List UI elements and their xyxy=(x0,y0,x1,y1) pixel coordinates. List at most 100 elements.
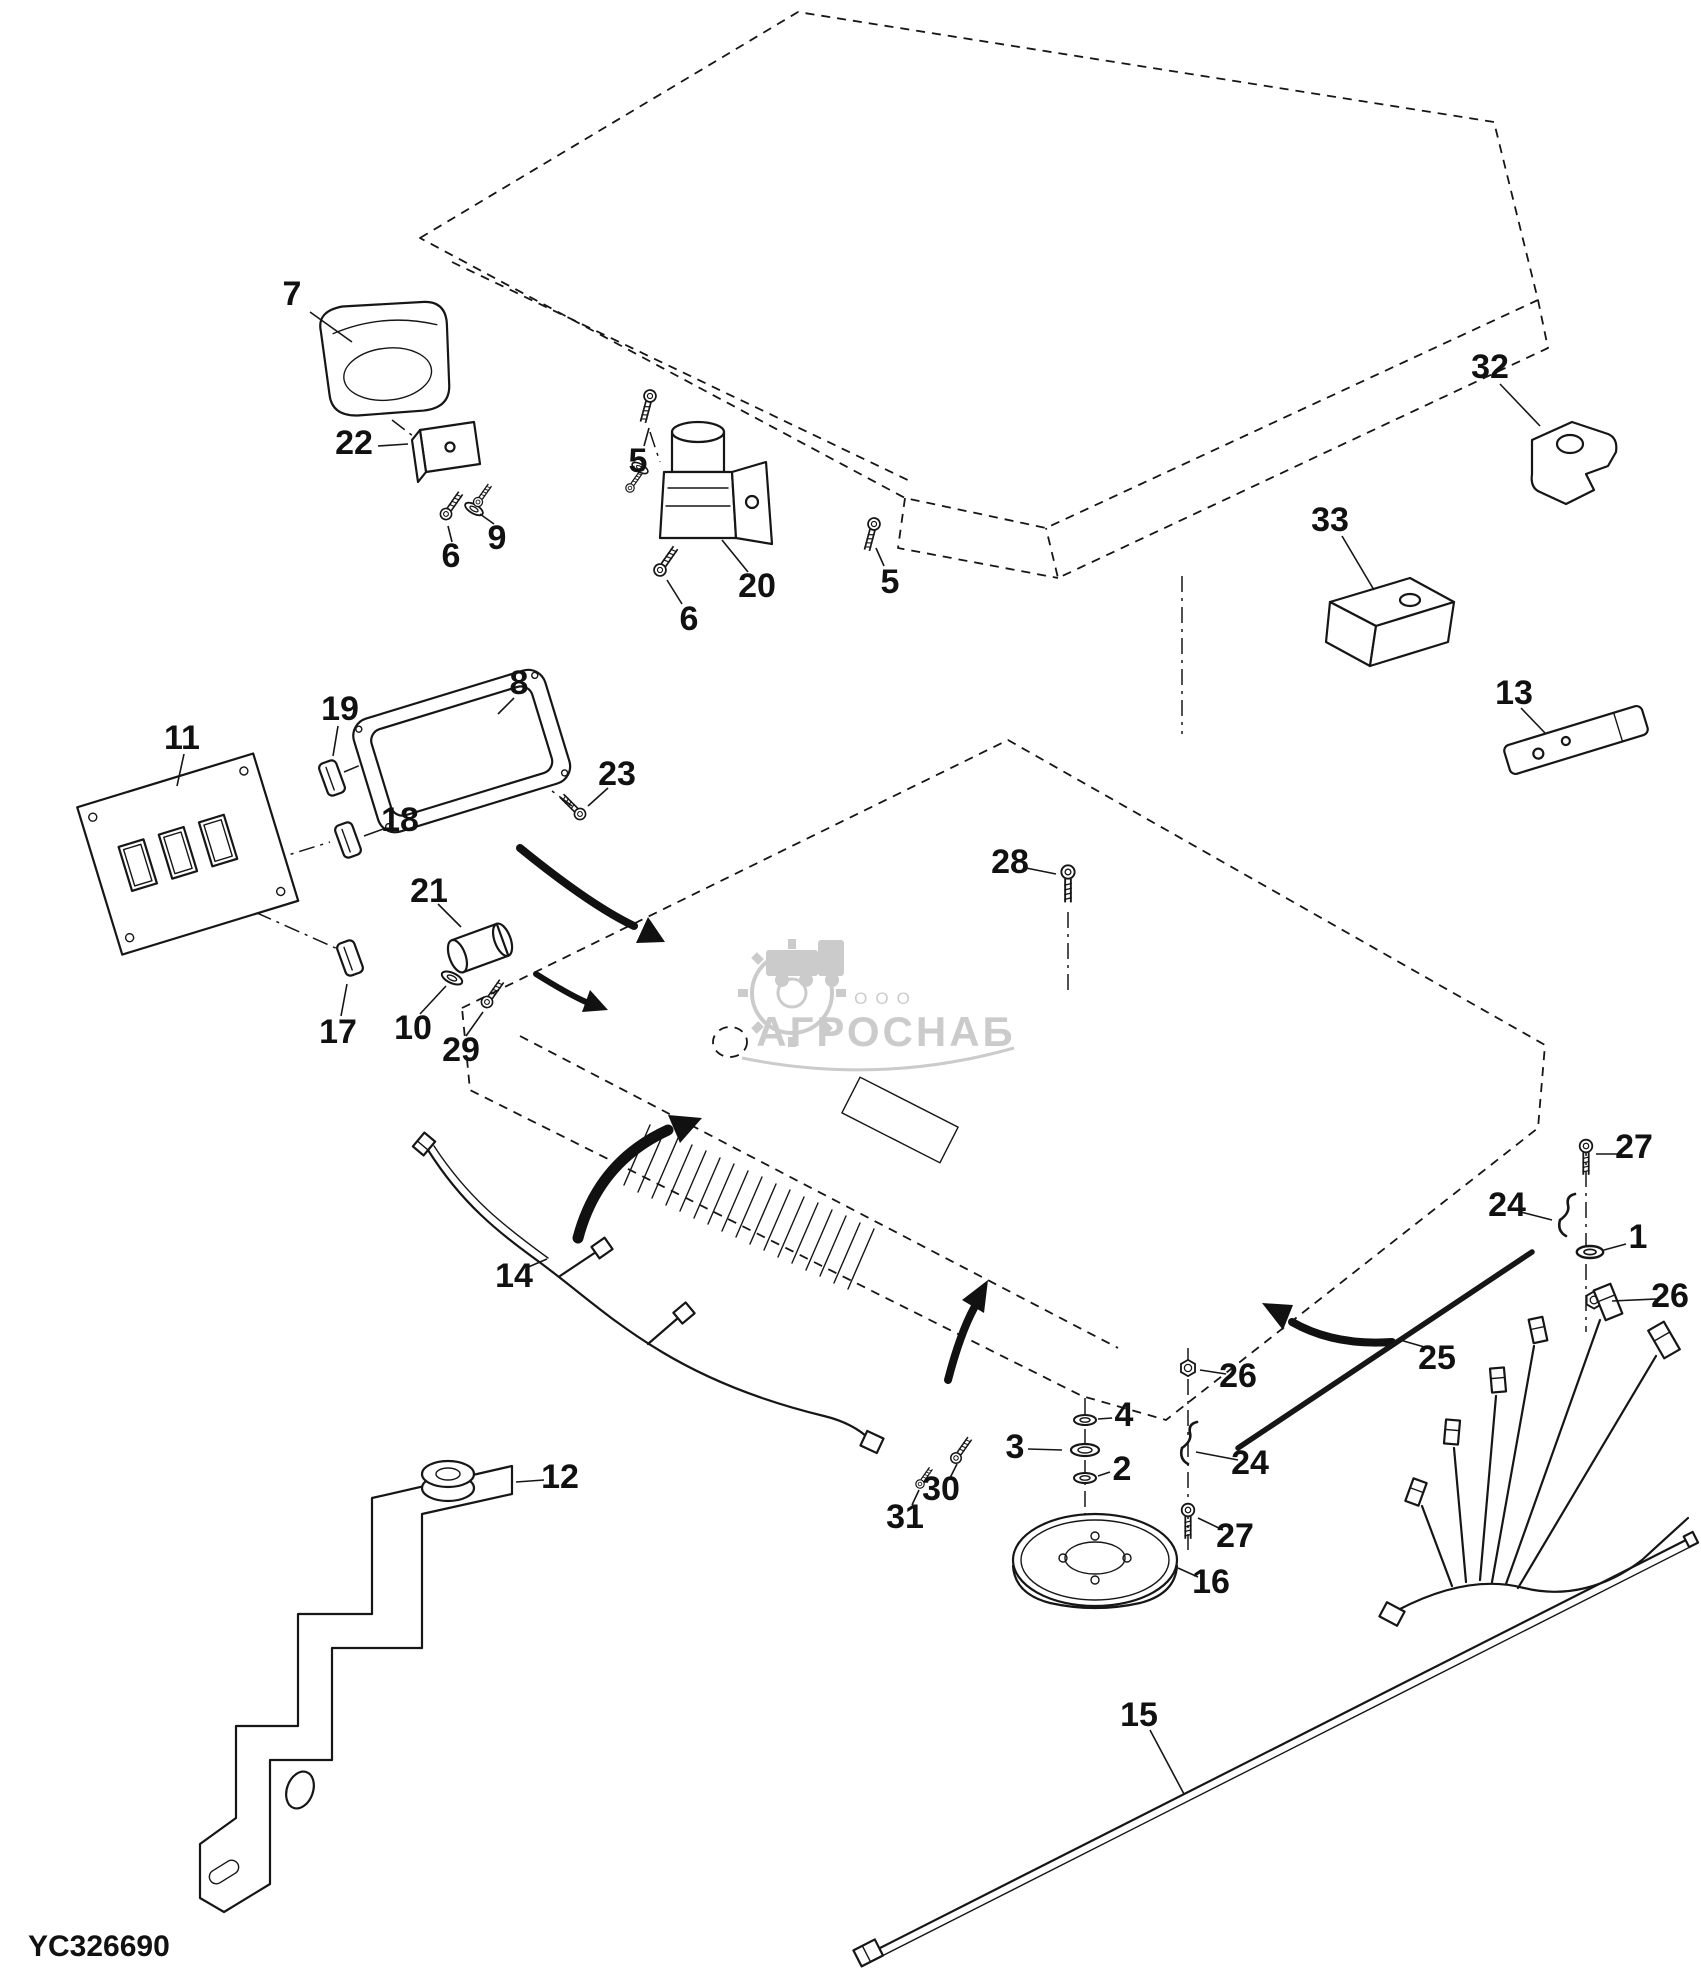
leader-line-8 xyxy=(497,697,515,715)
callout-28: 28 xyxy=(991,843,1029,881)
callout-3: 3 xyxy=(1006,1428,1025,1466)
leader-line-11 xyxy=(176,753,185,787)
callout-14: 14 xyxy=(495,1257,533,1295)
leader-line-3 xyxy=(1027,1448,1063,1451)
leader-line-18 xyxy=(363,827,387,837)
leader-line-25 xyxy=(1399,1339,1429,1349)
callout-17: 17 xyxy=(319,1013,357,1051)
callout-32: 32 xyxy=(1471,348,1509,386)
clip-32 xyxy=(1530,420,1618,506)
leader-line-23 xyxy=(587,787,609,807)
callout-4: 4 xyxy=(1115,1396,1134,1434)
bushing-21 xyxy=(446,922,514,974)
construction-axes xyxy=(227,419,1587,1556)
hood-hole-detail xyxy=(712,1026,748,1058)
watermark-truck-icon xyxy=(766,940,844,987)
callout-20: 20 xyxy=(738,567,776,605)
screw-5a xyxy=(636,387,659,425)
callout-7: 7 xyxy=(283,275,302,313)
callout-1: 1 xyxy=(1629,1218,1648,1256)
bezel-frame-8 xyxy=(352,668,572,834)
callout-26: 26 xyxy=(1651,1277,1689,1315)
clip-24a xyxy=(1557,1192,1577,1238)
leader-line-16 xyxy=(1177,1567,1199,1578)
callout-33: 33 xyxy=(1311,501,1349,539)
callout-5: 5 xyxy=(881,563,900,601)
callout-6: 6 xyxy=(442,537,461,575)
leader-line-6 xyxy=(447,525,453,543)
leader-line-10 xyxy=(419,985,447,1015)
callout-6: 6 xyxy=(680,600,699,638)
leader-line-13 xyxy=(1520,707,1546,734)
leader-line-26 xyxy=(1611,1298,1657,1302)
leader-line-28 xyxy=(1025,867,1057,875)
leader-line-12 xyxy=(515,1479,545,1483)
callout-22: 22 xyxy=(335,424,373,462)
screw-29 xyxy=(478,977,508,1011)
leader-line-15 xyxy=(1149,1729,1185,1795)
callout-9: 9 xyxy=(488,519,507,557)
bracket-22 xyxy=(410,420,482,484)
leader-line-24 xyxy=(1195,1451,1239,1461)
disc-16 xyxy=(1011,1512,1179,1610)
clip-18 xyxy=(334,821,362,859)
bracket-13 xyxy=(1503,704,1649,776)
leader-line-26 xyxy=(1199,1369,1227,1375)
watermark-gear-icon xyxy=(738,939,846,1047)
leader-line-1 xyxy=(1603,1243,1627,1251)
washer-1 xyxy=(1575,1244,1605,1260)
callout-11: 11 xyxy=(164,719,200,757)
bolt-27a xyxy=(1578,1138,1594,1176)
washer-2 xyxy=(1073,1472,1097,1484)
callout-10: 10 xyxy=(394,1009,432,1047)
callout-27: 27 xyxy=(1216,1517,1254,1555)
clip-17 xyxy=(336,939,364,977)
callout-2: 2 xyxy=(1113,1450,1132,1488)
callout-21: 21 xyxy=(410,872,448,910)
screw-5b xyxy=(860,515,883,553)
screw-23 xyxy=(557,791,589,823)
leader-line-19 xyxy=(332,725,339,757)
watermark: ООО АГРОСНАБ xyxy=(738,939,1015,1072)
assembly-arrows xyxy=(516,844,1396,1384)
leader-line-29 xyxy=(465,1011,484,1037)
lower-hood-panel xyxy=(461,739,1546,1421)
upper-hood-panel xyxy=(419,11,1549,579)
screw-9 xyxy=(471,481,495,509)
leader-line-31 xyxy=(911,1489,920,1506)
leader-line-20 xyxy=(721,539,749,573)
clip-19 xyxy=(318,759,346,797)
callout-24: 24 xyxy=(1231,1444,1269,1482)
screw-30 xyxy=(947,1434,975,1467)
nut-26b xyxy=(1180,1359,1196,1377)
part-code: YC326690 xyxy=(28,1930,170,1963)
mounting-bracket-12 xyxy=(198,1459,514,1914)
callout-5: 5 xyxy=(629,442,648,480)
leader-line-17 xyxy=(340,983,348,1017)
callout-8: 8 xyxy=(510,664,529,702)
screw-28 xyxy=(1060,864,1076,904)
callout-13: 13 xyxy=(1495,674,1533,712)
watermark-name: АГРОСНАБ xyxy=(756,1008,1015,1055)
leader-line-9 xyxy=(479,513,495,525)
wiring-harness-right xyxy=(1378,1282,1690,1627)
callout-29: 29 xyxy=(442,1031,480,1069)
callout-24: 24 xyxy=(1488,1186,1526,1224)
callout-25: 25 xyxy=(1418,1339,1456,1377)
callout-31: 31 xyxy=(886,1498,924,1536)
cable-15 xyxy=(852,1530,1700,1968)
callout-27: 27 xyxy=(1615,1128,1653,1166)
bolt-27b xyxy=(1180,1502,1196,1540)
callout-23: 23 xyxy=(598,755,636,793)
bolt-6b xyxy=(650,543,682,580)
solenoid-20 xyxy=(623,420,774,546)
leader-line-27 xyxy=(1197,1517,1224,1531)
leader-line-5 xyxy=(643,427,650,447)
support-rod-25 xyxy=(1235,1249,1535,1451)
callout-30: 30 xyxy=(922,1470,960,1508)
callout-12: 12 xyxy=(541,1458,579,1496)
callout-16: 16 xyxy=(1192,1563,1230,1601)
leader-line-14 xyxy=(525,1258,548,1269)
